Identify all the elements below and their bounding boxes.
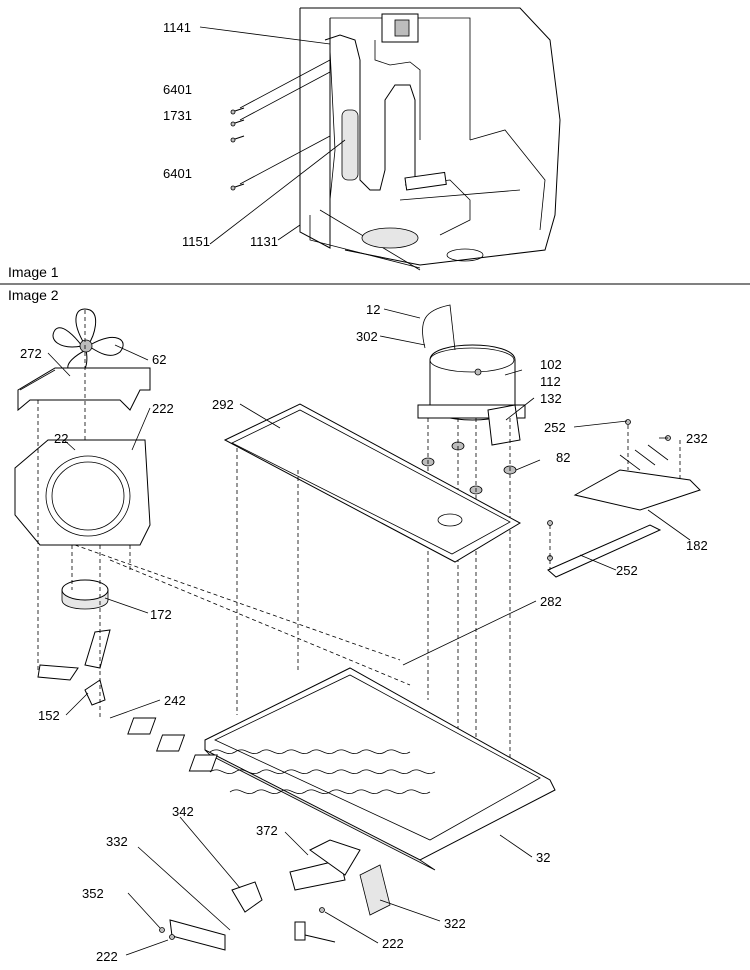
label-182: 182	[686, 538, 708, 553]
caption-image1: Image 1	[8, 264, 59, 280]
label-1151: 1151	[182, 234, 210, 249]
label-242: 242	[164, 693, 186, 708]
label-6401: 6401	[163, 166, 192, 181]
motor-bracket-base	[37, 664, 79, 681]
screw-icon	[230, 107, 245, 191]
label-6401: 6401	[163, 82, 192, 97]
label-1731: 1731	[163, 108, 192, 123]
label-102: 102	[540, 357, 562, 372]
label-232: 232	[686, 431, 708, 446]
label-222: 222	[382, 936, 404, 951]
relay-overload	[487, 404, 521, 446]
label-172: 172	[150, 607, 172, 622]
relay-box	[394, 19, 410, 37]
condenser-coil	[209, 749, 436, 794]
image2-drawing: 12 302 102 112 132 272 62 222 22 292 252…	[14, 302, 708, 964]
bottom-parts	[159, 839, 391, 951]
label-12: 12	[366, 302, 380, 317]
label-302: 302	[356, 329, 378, 344]
label-282: 282	[540, 594, 562, 609]
label-222: 222	[96, 949, 118, 964]
timer-motor	[231, 881, 263, 913]
label-82: 82	[556, 450, 570, 465]
fan-blade	[52, 308, 124, 376]
label-1141: 1141	[163, 20, 191, 35]
fan-shroud	[17, 367, 151, 412]
drain-pan	[223, 403, 522, 715]
label-372: 372	[256, 823, 278, 838]
wire-harness	[547, 419, 701, 578]
label-22: 22	[54, 431, 68, 446]
label-342: 342	[172, 804, 194, 819]
bottom-bracket	[404, 171, 447, 191]
compressor	[417, 304, 526, 421]
label-62: 62	[152, 352, 166, 367]
label-112: 112	[540, 374, 561, 389]
label-292: 292	[212, 397, 234, 412]
label-1131: 1131	[250, 234, 278, 249]
label-352: 352	[82, 886, 104, 901]
label-272: 272	[20, 346, 42, 361]
base-pan	[127, 667, 556, 871]
caption-image2: Image 2	[8, 287, 59, 303]
label-132: 132	[540, 391, 562, 406]
label-252: 252	[544, 420, 566, 435]
label-252: 252	[616, 563, 638, 578]
drier	[341, 109, 359, 181]
label-152: 152	[38, 708, 60, 723]
image1-drawing: 1141 6401 1731 6401 1151 1131	[163, 7, 561, 271]
label-332: 332	[106, 834, 128, 849]
label-322: 322	[444, 916, 466, 931]
label-32: 32	[536, 850, 550, 865]
compressor-base	[361, 227, 419, 249]
motor-bracket	[84, 629, 111, 669]
label-222: 222	[152, 401, 174, 416]
